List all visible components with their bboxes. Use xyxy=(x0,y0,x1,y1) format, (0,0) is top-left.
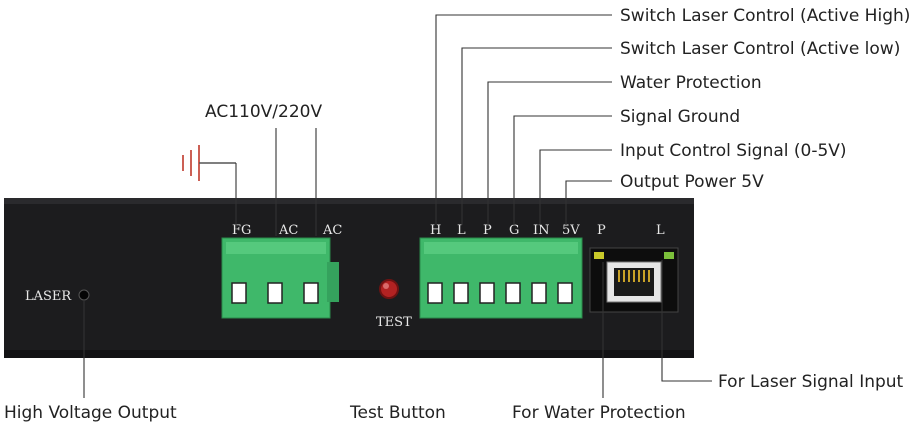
callout-water-protection: Water Protection xyxy=(620,73,762,93)
test-button[interactable] xyxy=(379,279,399,299)
ground-icon xyxy=(182,145,236,181)
callout-ac-voltage: AC110V/220V xyxy=(205,102,322,122)
rj45-label-p: P xyxy=(597,223,606,238)
terminal-label-ac-1: AC xyxy=(278,223,298,238)
callout-for-water-protection: For Water Protection xyxy=(512,403,686,423)
terminal-label-in: IN xyxy=(533,223,550,238)
rj45-led-right xyxy=(664,252,674,259)
callout-for-laser-signal-input: For Laser Signal Input xyxy=(718,372,904,392)
callout-switch-high: Switch Laser Control (Active High) xyxy=(620,6,910,26)
laser-label: LASER xyxy=(25,289,72,304)
rj45-label-l: L xyxy=(656,223,665,238)
callout-test-button: Test Button xyxy=(349,403,446,423)
rj45-led-left xyxy=(594,252,604,259)
terminal-label-h: H xyxy=(430,223,441,238)
callout-switch-low: Switch Laser Control (Active low) xyxy=(620,39,900,59)
signal-terminal-screws xyxy=(427,282,573,304)
terminal-label-l: L xyxy=(457,223,466,238)
high-voltage-output-port xyxy=(78,289,90,301)
ac-terminal-block xyxy=(221,237,339,319)
ac-terminal-screws xyxy=(231,282,319,304)
terminal-label-5v: 5V xyxy=(562,223,580,238)
callout-output-power: Output Power 5V xyxy=(620,172,764,192)
rj45-port xyxy=(589,247,679,313)
test-label: TEST xyxy=(376,315,412,330)
terminal-label-g: G xyxy=(509,223,519,238)
signal-terminal-block xyxy=(419,237,583,319)
callout-high-voltage-output: High Voltage Output xyxy=(4,403,177,423)
callout-signal-ground: Signal Ground xyxy=(620,107,740,127)
terminal-label-ac-2: AC xyxy=(322,223,342,238)
terminal-label-fg: FG xyxy=(232,223,251,238)
terminal-label-p: P xyxy=(483,223,492,238)
callout-input-control: Input Control Signal (0-5V) xyxy=(620,141,847,161)
